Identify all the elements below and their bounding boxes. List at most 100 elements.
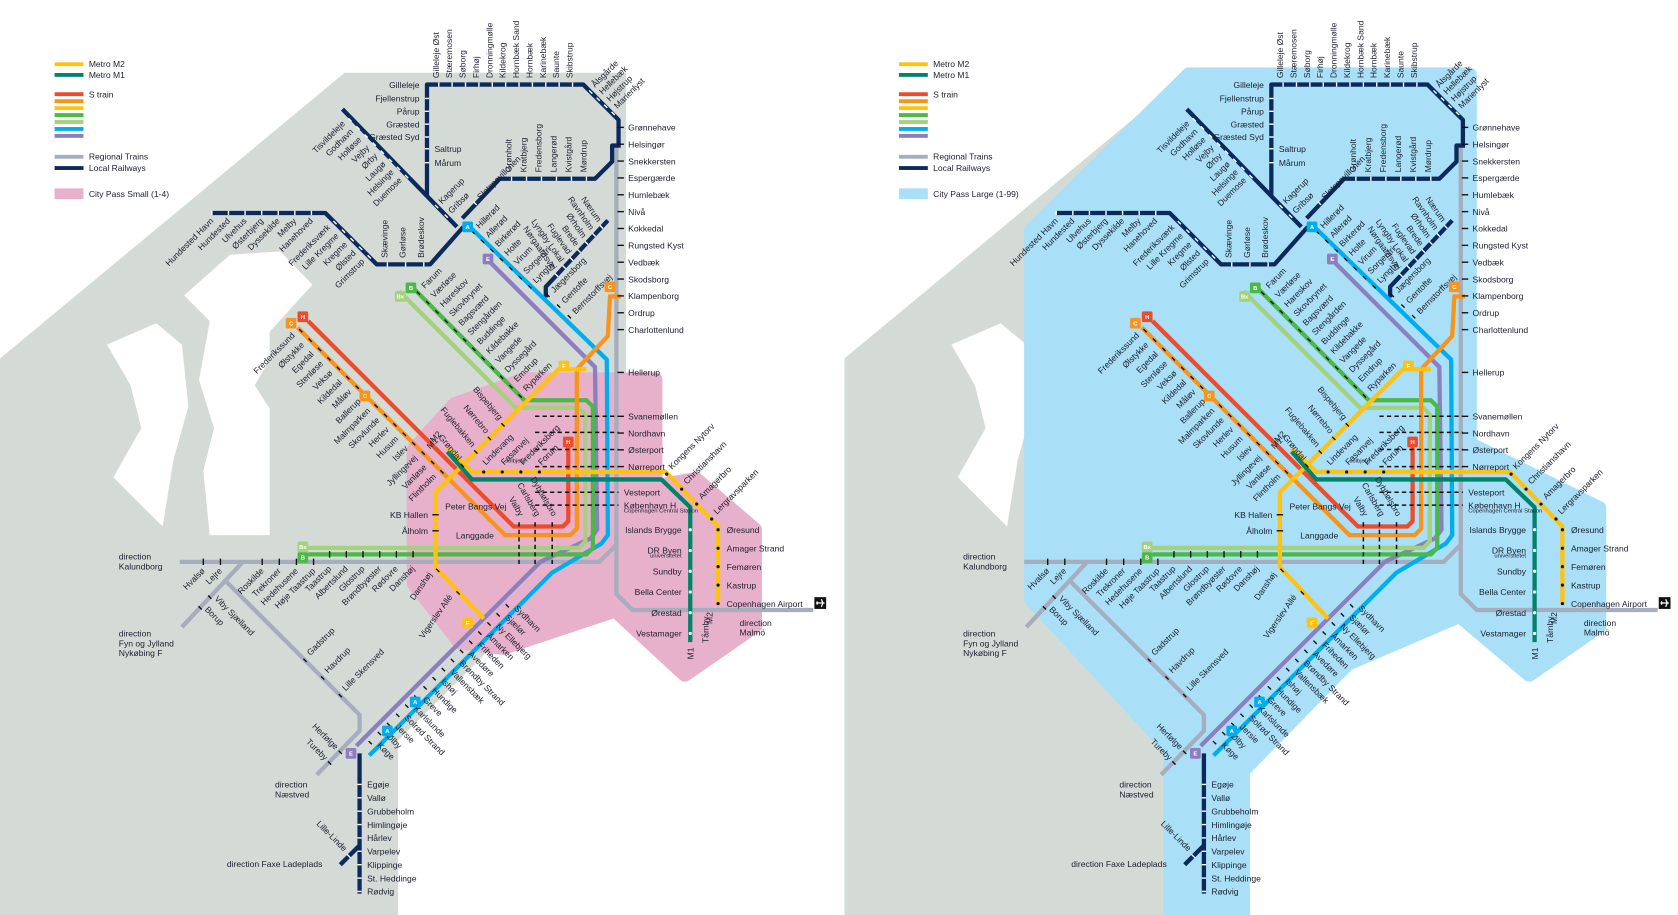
station-dot xyxy=(716,528,720,532)
station-dot xyxy=(1532,569,1537,573)
station-label: Humlebæk xyxy=(628,190,670,200)
station-label: København H xyxy=(624,500,676,510)
legend-swatch xyxy=(54,106,84,111)
station-tick xyxy=(1390,293,1395,298)
station-label: Pårup xyxy=(397,107,420,117)
station-tick xyxy=(1232,158,1237,163)
station-label: Himlingøje xyxy=(367,820,408,830)
station-label: Skibstrup xyxy=(1409,42,1419,78)
station-tick xyxy=(460,463,465,468)
station-tick xyxy=(1334,248,1339,253)
station-label: Græsted Syd xyxy=(1213,132,1264,142)
line-badge-h xyxy=(297,311,309,323)
station-tick xyxy=(473,201,478,206)
station-label: Vestamager xyxy=(636,629,682,639)
station-tick xyxy=(1269,300,1275,305)
s-train-line-b xyxy=(1152,283,1440,557)
station-label: Egøje xyxy=(1211,780,1234,790)
station-dot xyxy=(1560,601,1565,606)
station-label: Hornbæk xyxy=(524,42,534,78)
direction-label: Fyn og Jylland xyxy=(119,638,174,648)
station-tick xyxy=(1246,432,1251,437)
station-tick xyxy=(1413,256,1418,262)
legend-zone-swatch xyxy=(898,188,928,200)
station-tick xyxy=(404,704,409,709)
direction-label: Næstved xyxy=(275,789,309,799)
s-train-line-h xyxy=(306,319,571,529)
station-label: Rødvig xyxy=(1211,887,1238,897)
station-tick xyxy=(1218,403,1223,409)
station-tick xyxy=(1443,224,1448,229)
legend-label-s-train: S train xyxy=(89,89,114,99)
metro-line-m1 xyxy=(445,450,693,643)
line-badge-bx-label: Bx xyxy=(1143,545,1151,551)
station-tick xyxy=(364,133,369,139)
station-tick xyxy=(439,469,445,475)
station-tick xyxy=(416,291,421,296)
station-dot xyxy=(1345,470,1349,474)
station-dot xyxy=(1382,470,1386,474)
station-dot xyxy=(1560,528,1565,532)
station-label: Skodsborg xyxy=(1473,274,1514,284)
station-label: Varpelev xyxy=(367,847,401,857)
station-tick xyxy=(462,337,467,343)
station-tick xyxy=(1200,125,1205,131)
station-tick xyxy=(1042,605,1047,610)
station-label: Mårum xyxy=(434,158,461,168)
station-dot xyxy=(519,470,523,474)
line-badge-c-label: C xyxy=(289,321,294,327)
line-badge-c xyxy=(285,317,297,329)
station-tick xyxy=(1362,275,1367,280)
line-badge-c-label: C xyxy=(608,285,613,291)
station-label: Charlottenlund xyxy=(628,325,684,335)
station-tick xyxy=(308,338,313,343)
line-badge-bx xyxy=(1141,541,1153,553)
station-label: Klampenborg xyxy=(628,291,679,301)
legend-swatch xyxy=(54,127,84,131)
station-sublabel: universitetet xyxy=(650,554,682,560)
station-tick xyxy=(1182,750,1187,755)
station-label: Hellerup xyxy=(628,368,660,378)
station-label: Islands Brygge xyxy=(625,525,682,535)
roskilde-fjord-water xyxy=(184,251,313,536)
station-dot xyxy=(1539,502,1543,506)
station-label: Langerød xyxy=(548,135,558,172)
station-label: Helsingør xyxy=(628,139,665,149)
station-tick xyxy=(422,685,428,691)
station-tick xyxy=(320,675,325,681)
station-label: Mårum xyxy=(1279,158,1306,168)
station-label: Vallø xyxy=(1211,793,1231,803)
station-dot xyxy=(695,502,699,506)
station-label: Kildekrog xyxy=(498,42,508,78)
station-label: Gilleleje xyxy=(1233,80,1264,90)
station-tick xyxy=(489,248,495,253)
station-tick xyxy=(430,460,435,465)
line-badge-h xyxy=(1407,436,1418,448)
station-dot xyxy=(1532,590,1537,594)
station-label: Rungsted Kyst xyxy=(1473,241,1529,251)
station-label: Saunte xyxy=(1396,51,1406,78)
station-tick xyxy=(455,590,461,595)
legend-swatch xyxy=(898,106,928,111)
station-label: Gilleleje Øst xyxy=(431,31,441,78)
station-dot xyxy=(1363,470,1367,474)
station-tick xyxy=(611,111,616,116)
station-label: Fredensborg xyxy=(533,124,543,173)
station-label: Hårlev xyxy=(1211,833,1236,843)
station-label: Grubbeholm xyxy=(367,806,414,816)
station-label: Saunte xyxy=(551,51,561,78)
station-tick xyxy=(338,693,343,698)
direction-label: Malmö xyxy=(739,628,765,638)
station-tick xyxy=(1191,854,1196,859)
s-train-line-bx xyxy=(1152,289,1432,551)
station-tick xyxy=(1297,328,1302,333)
line-badge-e-label: E xyxy=(486,257,490,263)
station-label: Øresund xyxy=(727,525,760,535)
transfer-dashes xyxy=(1362,415,1463,566)
airplane-icon-glyph xyxy=(1660,599,1669,608)
station-tick xyxy=(556,303,561,309)
station-tick xyxy=(198,605,203,610)
